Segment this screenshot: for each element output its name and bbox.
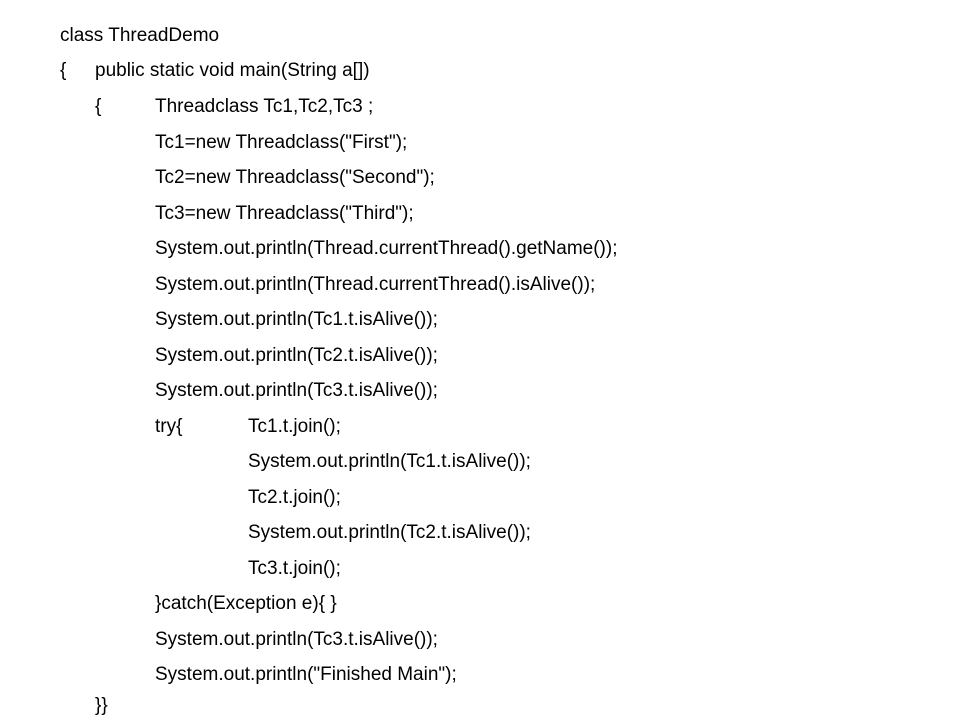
code-line-tc2-join: Tc2.t.join(); [248, 487, 341, 508]
code-keyword-try: try{ [155, 416, 183, 437]
code-line-tc1-join: Tc1.t.join(); [248, 416, 341, 437]
code-line-print-tc3-alive-after-join: System.out.println(Tc3.t.isAlive()); [155, 629, 438, 650]
code-brace-main-open: { [95, 96, 102, 117]
code-line-new-tc1: Tc1=new Threadclass("First"); [155, 132, 408, 153]
code-line-new-tc3: Tc3=new Threadclass("Third"); [155, 203, 414, 224]
code-line-closing-braces: }} [95, 695, 108, 716]
code-line-declare-threads: Threadclass Tc1,Tc2,Tc3 ; [155, 96, 374, 117]
code-line-print-tc2-alive: System.out.println(Tc2.t.isAlive()); [155, 345, 438, 366]
code-line-catch-block: }catch(Exception e){ } [155, 593, 337, 614]
code-line-print-thread-alive: System.out.println(Thread.currentThread(… [155, 274, 596, 295]
code-line-tc3-join: Tc3.t.join(); [248, 558, 341, 579]
code-line-main-signature: public static void main(String a[]) [95, 60, 370, 81]
code-line-new-tc2: Tc2=new Threadclass("Second"); [155, 167, 435, 188]
code-line-class-declaration: class ThreadDemo [60, 25, 220, 46]
code-brace-class-open: { [60, 60, 67, 81]
code-line-print-tc1-alive-after-join: System.out.println(Tc1.t.isAlive()); [248, 451, 531, 472]
code-line-print-tc2-alive-after-join: System.out.println(Tc2.t.isAlive()); [248, 522, 531, 543]
code-line-print-tc1-alive: System.out.println(Tc1.t.isAlive()); [155, 309, 438, 330]
code-line-print-tc3-alive: System.out.println(Tc3.t.isAlive()); [155, 380, 438, 401]
code-line-print-finished-main: System.out.println("Finished Main"); [155, 664, 457, 685]
code-line-print-thread-name: System.out.println(Thread.currentThread(… [155, 238, 618, 259]
